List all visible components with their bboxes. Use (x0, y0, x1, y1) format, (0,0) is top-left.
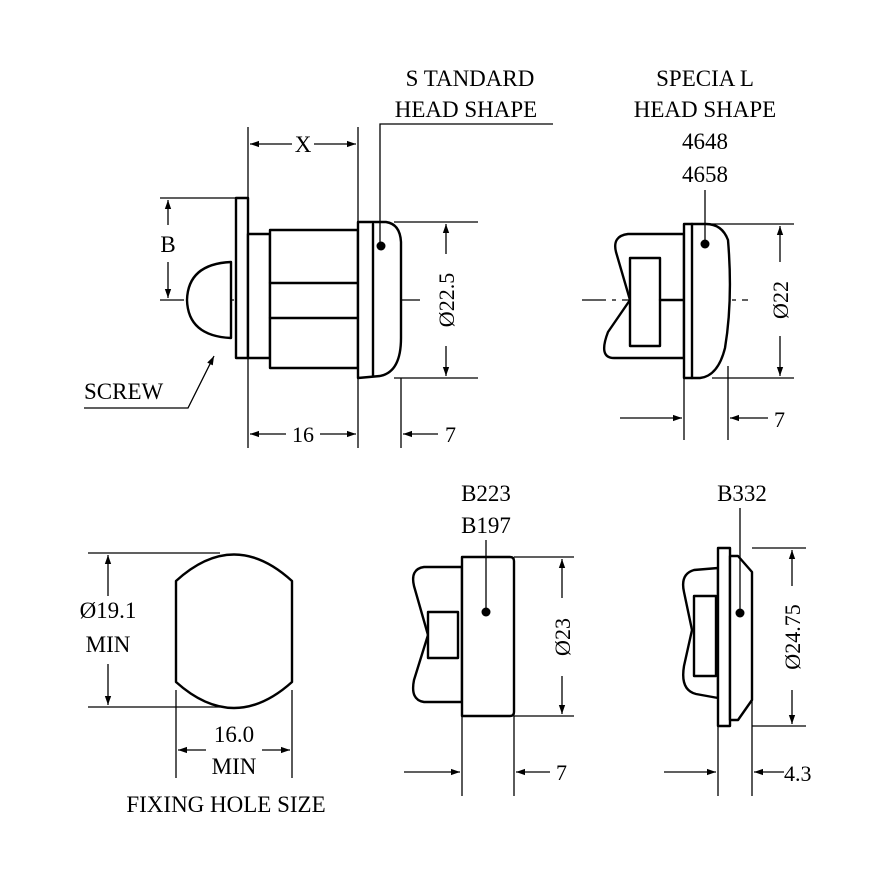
b332-flange (716, 546, 732, 728)
b332-label: B332 (717, 481, 767, 506)
body-neck (246, 232, 272, 360)
d22-label: Ø22 (768, 281, 793, 319)
b223-view: Ø23 7 B223 B197 (404, 481, 575, 796)
special-head-lug (628, 256, 662, 348)
fixing-hole-view: Ø19.1 MIN 16.0 MIN FIXING HOLE SIZE (80, 552, 326, 817)
head7-b223-label: 7 (556, 760, 567, 785)
b-dim-label: B (160, 232, 175, 257)
screw-leader (84, 355, 215, 409)
d19_1-min-label: MIN (86, 632, 131, 657)
fixing-hole-outline (174, 553, 294, 710)
w16-min-label: MIN (212, 754, 257, 779)
d23-label: Ø23 (550, 618, 575, 656)
lock-body (268, 228, 360, 370)
b332-head (728, 554, 754, 722)
screw-dome (185, 260, 233, 340)
b197-label: B197 (461, 513, 511, 538)
head7-standard-label: 7 (445, 422, 456, 447)
special-head-label-line1: SPECIA L (656, 66, 754, 91)
b223-label: B223 (461, 481, 511, 506)
screw-label: SCREW (84, 379, 164, 404)
b332-lug (692, 594, 718, 678)
special-code-4658: 4658 (682, 162, 728, 187)
d19_1-label: Ø19.1 (80, 598, 137, 623)
standard-head (356, 220, 403, 380)
x-dim-label: X (295, 132, 312, 157)
special-head-view: Ø22 7 SPECIA L HEAD SHAPE 4648 4658 (582, 66, 794, 440)
head4_3-label: 4.3 (784, 761, 812, 786)
standard-lock-view: X B 16 7 Ø22.5 S TANDARD HEAD SHAPE SCRE… (84, 66, 553, 448)
len16-label: 16 (292, 422, 314, 447)
head7-special-label: 7 (774, 407, 785, 432)
w16-label: 16.0 (214, 722, 254, 747)
special-code-4648: 4648 (682, 129, 728, 154)
b223-lug (426, 610, 460, 660)
b332-view: Ø24.75 4.3 B332 (664, 481, 812, 796)
mounting-flange (234, 196, 250, 360)
standard-head-label-line1: S TANDARD (406, 66, 535, 91)
head-dot (376, 241, 386, 251)
standard-head-leader (379, 123, 553, 244)
special-head (682, 222, 732, 380)
fixing-hole-caption: FIXING HOLE SIZE (126, 792, 325, 817)
special-head-label-line2: HEAD SHAPE (634, 97, 776, 122)
b223-head (460, 555, 516, 718)
standard-head-label-line2: HEAD SHAPE (395, 97, 537, 122)
d22_5-label: Ø22.5 (434, 273, 459, 327)
d24_75-label: Ø24.75 (780, 604, 805, 669)
